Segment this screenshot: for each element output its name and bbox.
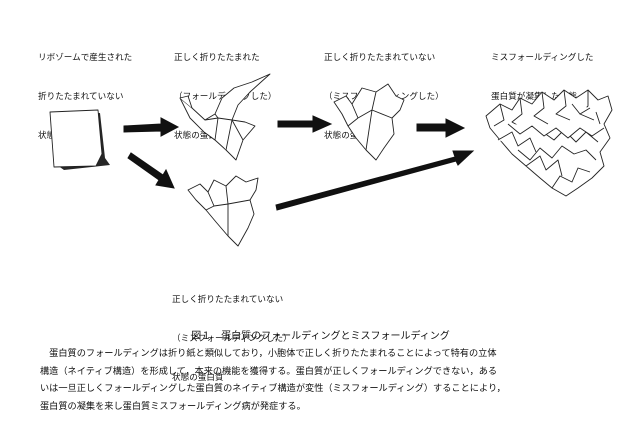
label-line: ミスフォールディングした (491, 53, 594, 63)
figure-caption-body: 蛋白質のフォールディングは折り紙と類似しており，小胞体で正しく折りたたまれること… (40, 345, 610, 415)
label-aggregated-protein: ミスフォールディングした 蛋白質が凝集した状態 (491, 26, 594, 117)
label-line: 状態の蛋白質 (174, 131, 226, 141)
protein-aggregate (485, 89, 613, 197)
unfolded-paper-sheet (49, 109, 110, 170)
figure-caption-title: 図１ 蛋白質のフォールディングとミスフォールディング (191, 331, 450, 342)
misfolded-paper-bottom (187, 175, 259, 247)
arrow-to-folded (123, 117, 180, 137)
label-line: 正しく折りたたまれていない (324, 53, 436, 63)
arrow-misfolded-to-aggregate-long (275, 150, 475, 211)
label-line: リボゾームで産生された (38, 53, 133, 63)
misfolded-paper-top (333, 83, 405, 161)
label-line: 正しく折りたたまれていない (172, 295, 284, 305)
label-line: 蛋白質が凝集した状態 (491, 92, 577, 102)
label-line: 正しく折りたたまれた (174, 53, 260, 63)
caption-line: いは一旦正しくフォールディングした蛋白質のネイティブ構造が変性（ミスフォールディ… (40, 383, 506, 394)
caption-line: 蛋白質のフォールディングは折り紙と類似しており，小胞体で正しく折りたたまれること… (40, 348, 497, 359)
label-line: 状態の蛋白質 (324, 131, 376, 141)
arrow-misfolded-to-aggregate (416, 118, 466, 138)
label-line: （ミスフォールディングした） (172, 334, 292, 344)
paper-crane-folded (179, 73, 271, 161)
label-line: 折りたたまれていない (38, 92, 124, 102)
caption-line: 蛋白質の凝集を来し蛋白質ミスフォールディング病が発症する。 (40, 400, 306, 412)
arrow-to-misfolded-bottom (127, 152, 175, 189)
label-misfolded-protein-bottom: 正しく折りたたまれていない （ミスフォールディングした） 状態の蛋白質 (172, 268, 292, 398)
caption-line: 構造（ネイティブ構造）を形成して，本来の機能を獲得する。蛋白質が正しくフォールデ… (40, 365, 498, 377)
arrow-folded-to-misfolded (277, 115, 333, 133)
label-line: 状態の蛋白質 (172, 373, 224, 383)
